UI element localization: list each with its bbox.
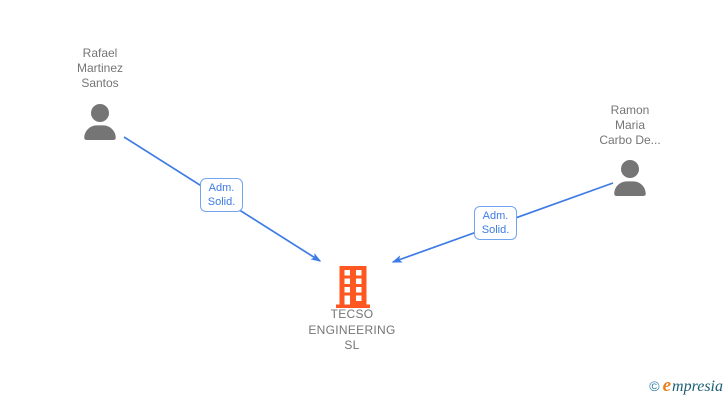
edge-label-line: Solid. (207, 196, 236, 208)
edge-label-line: Adm. (482, 210, 509, 222)
node-label-line: TECSO (330, 307, 374, 321)
node-label-line: Martinez (76, 61, 123, 75)
node-label-line: ENGINEERING (308, 322, 396, 337)
person-icon[interactable] (614, 160, 646, 196)
node-label-line: Rafael (82, 46, 118, 60)
empresia-logo-text: mpresia (672, 378, 723, 395)
node-label-ramon-maria-carbo[interactable]: Ramon Maria Carbo De... (580, 103, 680, 148)
node-label-line: SL (344, 338, 360, 352)
edge-label-line: Solid. (481, 224, 510, 236)
empresia-logo-e: e (662, 375, 672, 396)
node-label-line: Carbo De... (599, 133, 661, 147)
node-label-tecso-engineering-sl[interactable]: TECSO ENGINEERING SL (302, 307, 402, 354)
node-label-rafael-martinez-santos[interactable]: Rafael Martinez Santos (50, 46, 150, 91)
edge-label-line: Adm. (208, 182, 235, 194)
node-label-line: Maria (614, 118, 645, 132)
person-icon[interactable] (84, 104, 116, 140)
edge-label-adm-solid-1[interactable]: Adm. Solid. (200, 178, 243, 212)
empresia-watermark[interactable]: © e mpresia (649, 375, 723, 397)
node-label-line: Ramon (610, 103, 650, 117)
edge-label-adm-solid-2[interactable]: Adm. Solid. (474, 206, 517, 240)
building-icon[interactable] (335, 266, 371, 308)
copyright-icon: © (649, 378, 660, 394)
node-label-line: Santos (81, 76, 119, 90)
